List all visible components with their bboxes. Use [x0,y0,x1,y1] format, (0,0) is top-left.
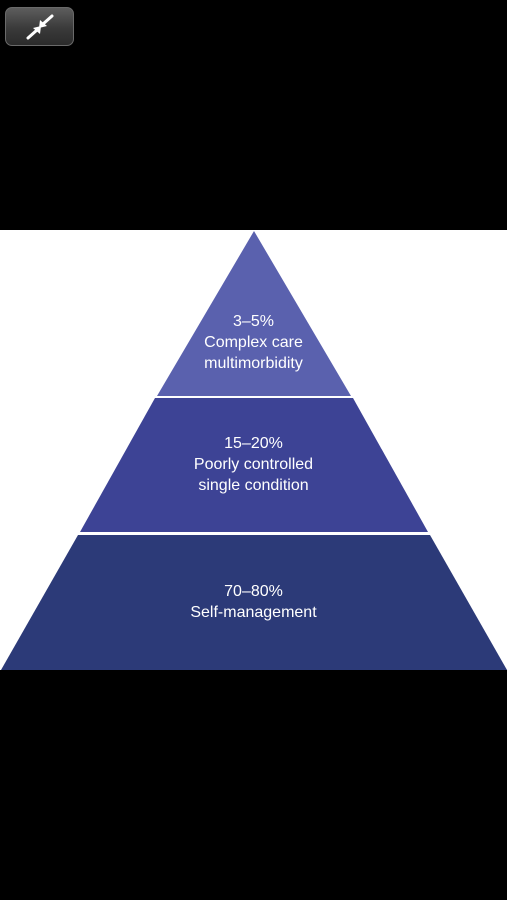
tier-top-percent: 3–5% [233,313,274,330]
tier-bottom-line1: Self-management [190,604,317,621]
pyramid-tier-middle [80,398,428,532]
tier-bottom-label: 70–80% Self-management [0,581,507,623]
pyramid-tier-bottom [1,535,507,670]
pyramid-tier-top [157,231,351,396]
arrows-inward-icon [26,14,53,39]
tier-middle-label: 15–20% Poorly controlled single conditio… [0,433,507,496]
tier-middle-line1: Poorly controlled [193,456,314,473]
tier-top-line1: Complex care [204,334,303,351]
tier-bottom-percent: 70–80% [224,583,283,600]
exit-fullscreen-button[interactable] [5,7,74,46]
pyramid-graphic [1,231,507,670]
tier-middle-line2: single condition [198,477,309,494]
tier-middle-percent: 15–20% [224,435,283,452]
pyramid-figure: 3–5% Complex care multimorbidity 15–20% … [0,230,507,670]
tier-top-line2: multimorbidity [204,355,303,372]
tier-top-label: 3–5% Complex care multimorbidity [0,311,507,374]
